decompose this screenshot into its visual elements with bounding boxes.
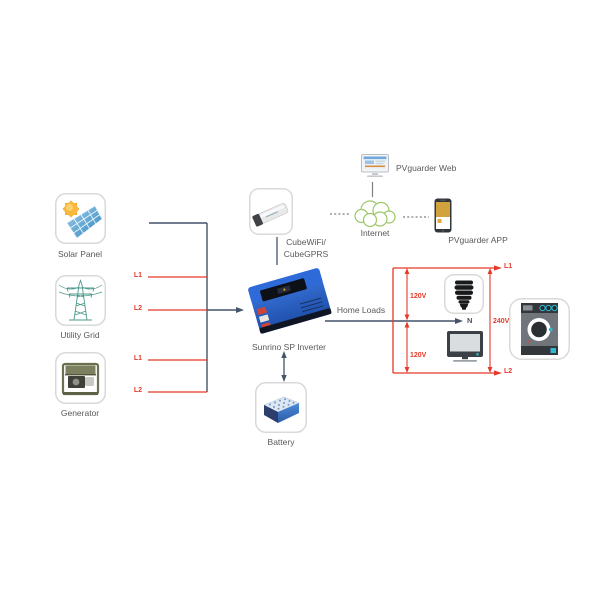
pvguarder-app-label: PVguarder APP (448, 235, 508, 245)
transmission-tower-shape (58, 279, 103, 321)
measure-240v-arrow-down (487, 367, 493, 373)
neutral-arrow (455, 318, 463, 324)
cfl-bulb-icon (444, 274, 484, 314)
inverter-image (248, 268, 332, 334)
tv-screen (450, 334, 480, 352)
app-phone-icon (434, 198, 452, 233)
generator-l1-label: L1 (133, 355, 143, 362)
neutral-label: N (467, 316, 473, 325)
load-l1-label: L1 (504, 263, 513, 270)
utility-grid-icon (55, 275, 106, 326)
battery-label: Battery (267, 437, 295, 447)
cubewifi-icon (249, 188, 293, 235)
sun-icon (62, 200, 80, 218)
home-loads-label: Home Loads (336, 305, 386, 315)
battery-icon (255, 382, 307, 433)
cubewifi-label-line2: CubeGPRS (283, 248, 329, 259)
measure-120v-top-arrow-up (404, 268, 410, 274)
solar-panel-label: Solar Panel (58, 249, 102, 259)
battery-link-arrow-down (281, 375, 287, 382)
load-l1-arrow (494, 265, 502, 271)
grid-l2-label: L2 (133, 305, 143, 312)
bulb-spiral-shape (454, 280, 474, 310)
voltage-240v-label: 240V (493, 318, 510, 325)
measure-120v-bottom-arrow-up (404, 321, 410, 328)
measure-240v-arrow-up (487, 268, 493, 274)
generator-label: Generator (60, 408, 100, 418)
measure-120v-bottom-arrow-down (404, 367, 410, 373)
tv-icon (447, 331, 483, 362)
measure-120v-top-arrow-down (404, 314, 410, 321)
phone-screen (436, 202, 450, 217)
generator-icon (55, 352, 106, 404)
pvguarder-web-label: PVguarder Web (396, 163, 457, 173)
load-l2-arrow (494, 370, 502, 376)
generator-shape (61, 362, 100, 396)
cubewifi-label-line1: CubeWiFi/ (286, 237, 326, 247)
pv-panel-shape (66, 205, 103, 239)
battery-pack-shape (263, 396, 300, 423)
internet-cloud-icon (354, 200, 396, 228)
generator-l2-label: L2 (133, 387, 143, 394)
battery-link-arrow-up (281, 351, 287, 358)
load-l2-label: L2 (504, 368, 513, 375)
washer-body-shape (521, 303, 558, 355)
grid-l1-label: L1 (133, 272, 143, 279)
web-monitor-icon (361, 154, 389, 177)
washing-machine-icon (509, 298, 570, 360)
inverter-body-shape (248, 268, 332, 334)
voltage-120v-bottom-label: 120V (410, 352, 427, 359)
voltage-120v-top-label: 120V (410, 293, 427, 300)
internet-label: Internet (360, 228, 390, 238)
utility-grid-label: Utility Grid (60, 330, 100, 340)
inverter-label: Sunrino SP Inverter (251, 342, 327, 352)
solar-panel-icon (55, 193, 106, 244)
wifi-dongle-shape (252, 203, 289, 227)
cubewifi-label: CubeWiFi/ CubeGPRS (278, 237, 334, 260)
